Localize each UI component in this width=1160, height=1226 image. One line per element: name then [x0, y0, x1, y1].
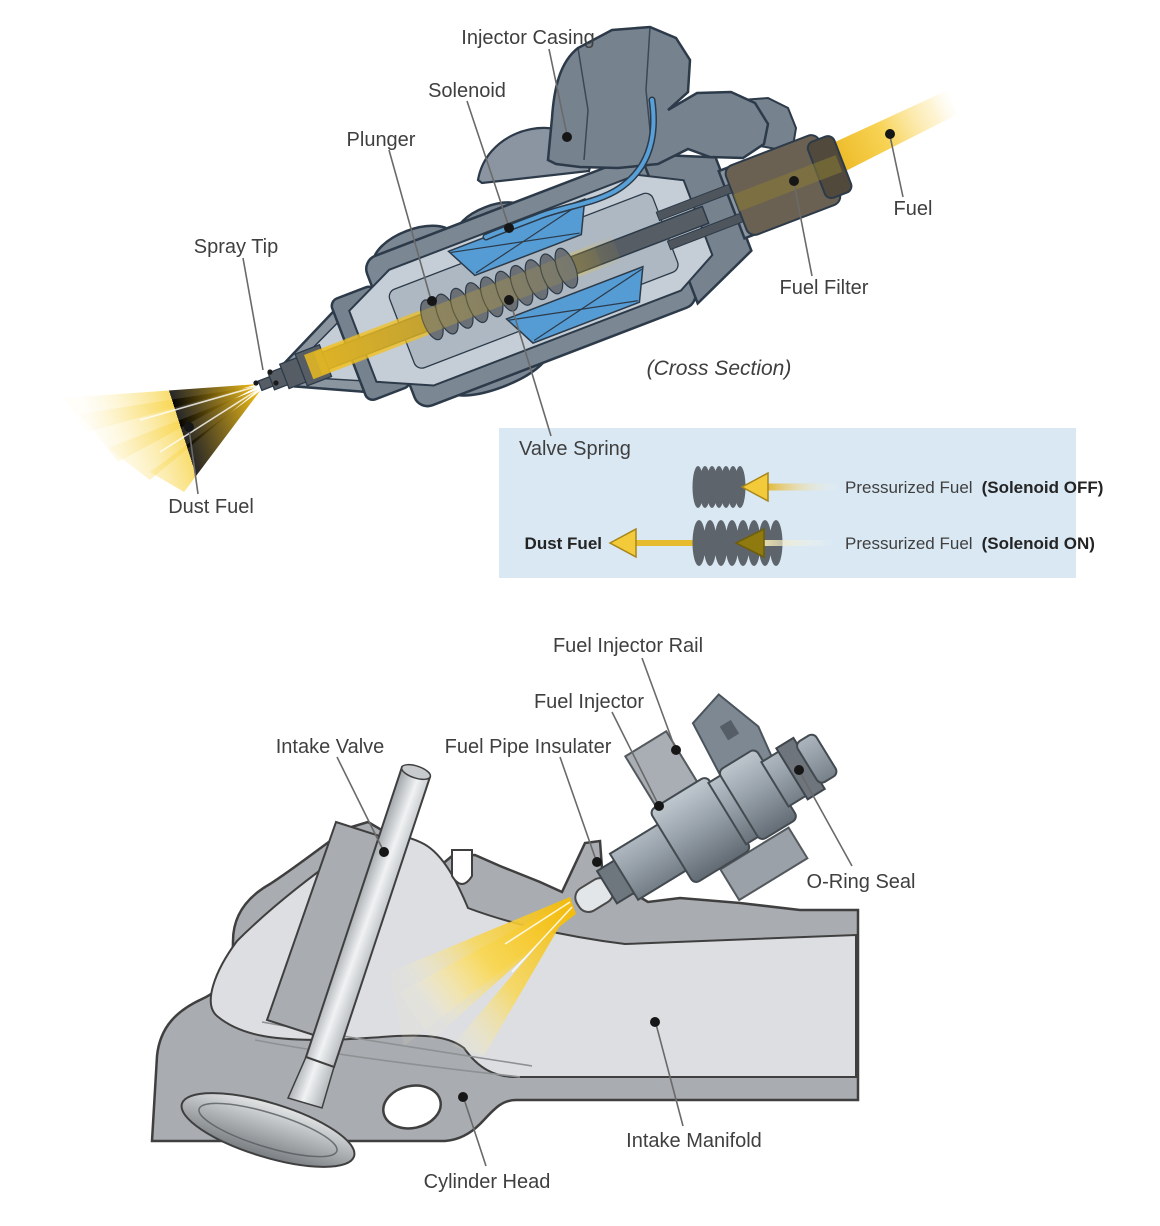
fuel-injector-label: Fuel Injector: [534, 691, 644, 713]
arrow-tail-on-right: [762, 540, 836, 546]
wall-notch: [451, 849, 473, 885]
spray-fan: [64, 384, 260, 492]
top-leader-lines: [184, 48, 904, 495]
arrow-left-icon: [740, 471, 769, 503]
spray-tip-label: Spray Tip: [194, 236, 278, 258]
top-labels: Injector Casing Solenoid Plunger Spray T…: [168, 27, 932, 518]
arrow-left-icon: [608, 527, 637, 559]
arrow-tail-off: [766, 483, 842, 491]
fuel-filter-glow: [733, 155, 843, 212]
solenoid-wire: [484, 98, 656, 239]
injector-casing-label: Injector Casing: [461, 27, 594, 49]
valve-spring-label: Valve Spring: [519, 438, 631, 460]
solenoid-coil-bottom: [505, 265, 644, 344]
manifold-section: [150, 693, 860, 1168]
arrow-left-dark-icon: [734, 527, 765, 559]
intake-valve-shape: [180, 763, 432, 1168]
solenoid-label: Solenoid: [428, 80, 506, 102]
legend-row-solenoid-on: Dust Fuel Pressurized Fuel(Solenoid ON): [525, 520, 1095, 566]
valve-spring-legend: Valve Spring Pressurized Fuel(Solenoid O…: [499, 428, 1103, 578]
cross-section-caption: (Cross Section): [647, 357, 792, 380]
fuel-injector-rail-label: Fuel Injector Rail: [553, 635, 703, 657]
connector-block-shape: [546, 25, 770, 170]
injector-cross-section: [64, 25, 958, 492]
dust-fuel-label: Dust Fuel: [168, 496, 254, 518]
plunger-label: Plunger: [347, 129, 416, 151]
legend-background: [499, 428, 1076, 578]
legend-text-on: Pressurized Fuel(Solenoid ON): [845, 534, 1095, 553]
bottom-leader-lines: [336, 657, 853, 1167]
legend-dust-fuel-label: Dust Fuel: [525, 534, 602, 553]
connector-facet-line-1: [577, 47, 589, 161]
injector-body-group: [257, 134, 853, 408]
legend-text-off: Pressurized Fuel(Solenoid OFF): [845, 478, 1103, 497]
intake-valve-label: Intake Valve: [276, 736, 385, 758]
injector-rail-bracket-lower: [718, 826, 809, 902]
bottom-labels: Fuel Injector Rail Fuel Injector Intake …: [276, 635, 916, 1193]
legend-row-solenoid-off: Pressurized Fuel(Solenoid OFF): [692, 466, 1103, 508]
intake-manifold-label: Intake Manifold: [626, 1130, 762, 1152]
port-spray-fan: [390, 897, 576, 1056]
cylinder-head-label: Cylinder Head: [424, 1171, 551, 1193]
spring-compressed-icon: [692, 466, 746, 508]
injector-end-cap: [796, 733, 838, 784]
port-floor-line-1: [254, 1039, 521, 1078]
fuel-filter-label: Fuel Filter: [780, 277, 869, 299]
spray-tip-holes: [253, 369, 279, 386]
o-ring-seal-label: O-Ring Seal: [807, 871, 916, 893]
fuel-over-spring: [313, 244, 603, 375]
arrow-tail-on-left: [634, 540, 696, 546]
fuel-pipe-insulater-label: Fuel Pipe Insulater: [445, 736, 612, 758]
manifold-bolt-hole: [382, 1084, 442, 1130]
fuel-label: Fuel: [894, 198, 933, 220]
